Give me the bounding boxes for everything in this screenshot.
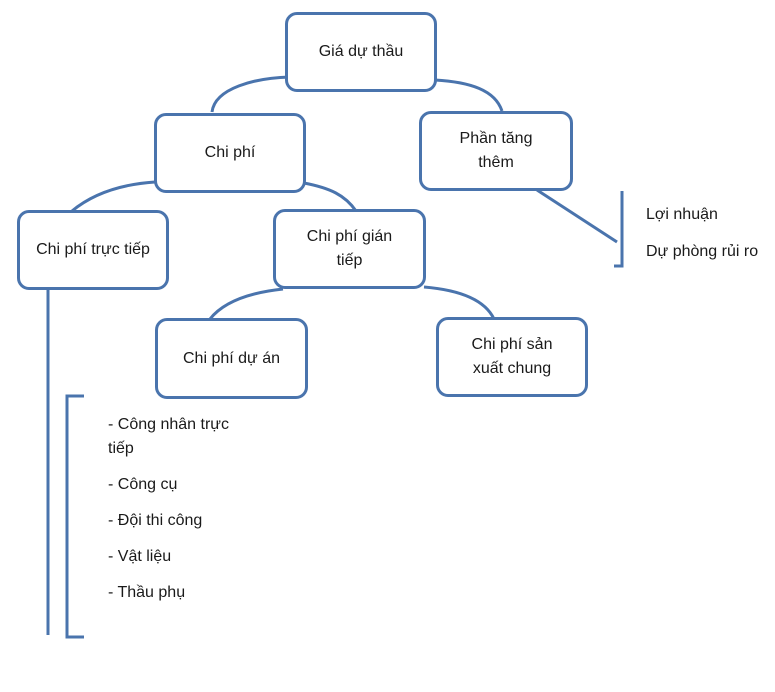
label-du-phong-rui-ro: Dự phòng rủi ro xyxy=(646,243,759,260)
connector-root-phan-tang-them xyxy=(434,78,504,112)
bracket-phan-tang-them xyxy=(614,191,624,268)
connector-phan-tang-them-bracket xyxy=(536,188,618,244)
node-chi-phi-gian-tiep: Chi phí gián tiếp xyxy=(273,209,426,289)
connector-chi-phi-gian-tiep xyxy=(303,181,358,212)
list-item: - Thầu phụ xyxy=(108,584,186,601)
connector-gian-tiep-san-xuat-chung xyxy=(423,285,496,320)
list-item: - Công cụ xyxy=(108,476,178,493)
node-chi-phi-san-xuat-chung: Chi phí sản xuất chung xyxy=(436,317,588,397)
list-item: - Công nhân trực tiếp xyxy=(108,416,229,457)
connector-root-chi-phi xyxy=(210,75,291,113)
list-item: - Vật liệu xyxy=(108,548,172,565)
label-loi-nhuan: Lợi nhuận xyxy=(646,206,718,223)
node-chi-phi-truc-tiep: Chi phí trực tiếp xyxy=(17,210,169,290)
node-chi-phi: Chi phí xyxy=(154,113,306,193)
connector-chi-phi-truc-tiep xyxy=(71,180,156,213)
bracket-truc-tiep xyxy=(65,394,84,639)
node-chi-phi-du-an: Chi phí dự án xyxy=(155,318,308,399)
node-gia-du-thau: Giá dự thầu xyxy=(285,12,437,92)
list-chi-phi-truc-tiep: - Công nhân trực tiếp - Công cụ - Đội th… xyxy=(108,413,238,617)
connector-gian-tiep-du-an xyxy=(208,287,284,320)
node-phan-tang-them: Phần tăng thêm xyxy=(419,111,573,191)
list-item: - Đội thi công xyxy=(108,512,203,529)
